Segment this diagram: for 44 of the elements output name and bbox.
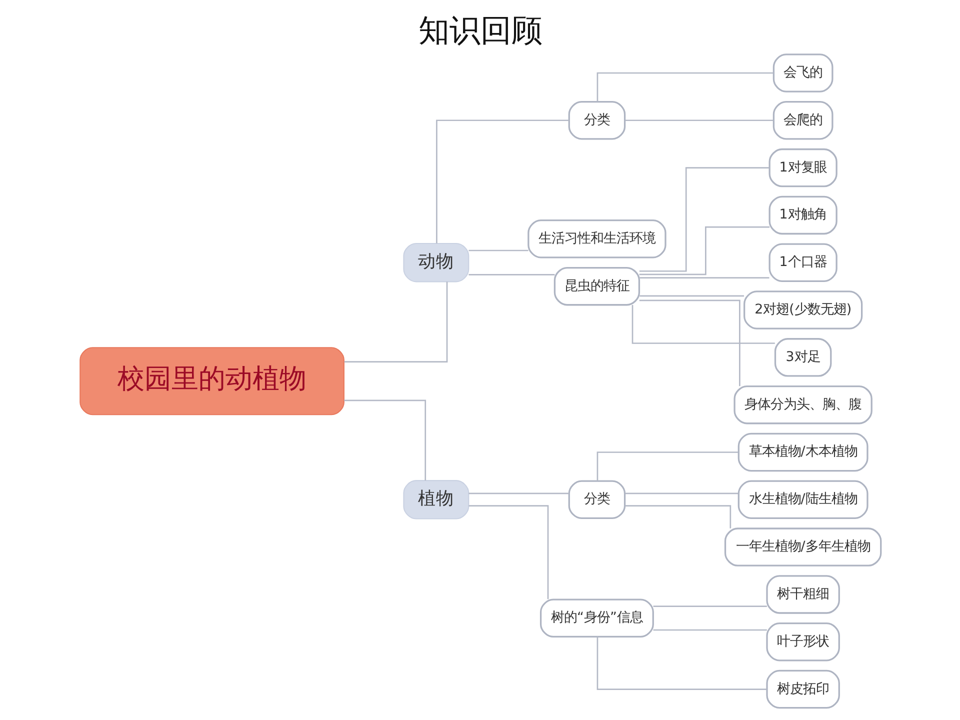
connector	[631, 304, 774, 344]
connector	[652, 606, 766, 607]
connector	[468, 250, 528, 252]
node-box: 校园里的动植物	[79, 347, 344, 416]
node-box: 2对翅(少数无翅)	[743, 290, 862, 330]
connector	[639, 277, 769, 278]
connector	[638, 300, 740, 386]
connector	[344, 400, 426, 481]
node-box: 分类	[568, 480, 626, 520]
connector	[596, 636, 766, 690]
node-box: 1对触角	[768, 196, 837, 235]
node-box: 树干粗细	[766, 575, 840, 614]
connector	[436, 120, 569, 244]
connector	[596, 72, 774, 102]
connector	[638, 167, 770, 272]
node-box: 叶子形状	[766, 622, 840, 662]
connector	[639, 295, 744, 297]
connector	[468, 274, 554, 276]
node-box: 分类	[568, 101, 626, 140]
connector	[344, 282, 448, 362]
connector	[624, 120, 774, 122]
connector	[624, 492, 738, 494]
diagram-title: 知识回顾	[418, 13, 542, 50]
connector	[596, 452, 738, 481]
node-box: 1个口器	[768, 243, 837, 282]
connector	[652, 629, 766, 631]
connector	[468, 505, 548, 600]
node-box: 生活习性和生活环境	[527, 220, 666, 258]
node-box: 树的“身份”信息	[539, 598, 654, 638]
connector	[638, 226, 770, 276]
node-box: 会爬的	[772, 101, 833, 140]
node-box: 动物	[402, 243, 469, 282]
node-box: 植物	[402, 480, 469, 520]
node-box: 1对复眼	[768, 148, 837, 188]
connector	[468, 492, 569, 494]
node-box: 一年生植物/多年生植物	[724, 528, 882, 566]
node-box: 身体分为头、胸、腹	[733, 385, 872, 424]
node-box: 草本植物/木本植物	[737, 432, 868, 472]
node-box: 水生植物/陆生植物	[737, 480, 868, 520]
node-box: 昆虫的特征	[553, 266, 640, 306]
node-box: 会飞的	[772, 54, 833, 92]
node-box: 3对足	[774, 338, 832, 377]
connector	[624, 505, 731, 528]
node-box: 树皮拓印	[766, 670, 840, 709]
